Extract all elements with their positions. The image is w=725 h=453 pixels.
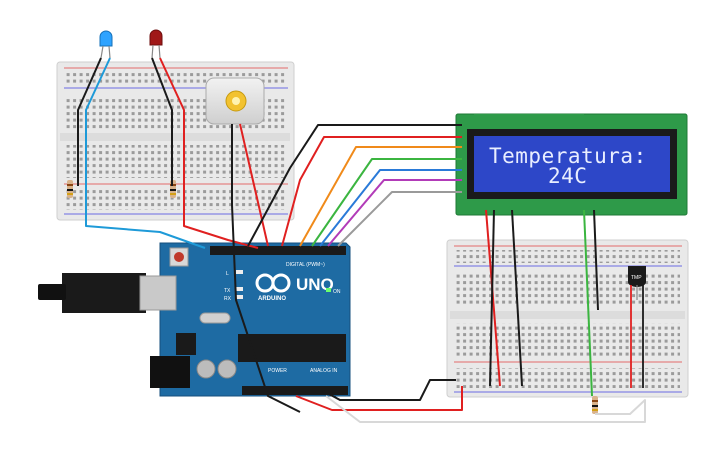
capacitor	[217, 359, 237, 379]
usb-cable	[62, 273, 146, 313]
temperature-sensor: TMP	[628, 266, 646, 388]
board-brand: ARDUINO	[258, 296, 286, 302]
arduino-uno: UNO ARDUINO DIGITAL (PWM~) ANALOG IN POW…	[38, 242, 351, 397]
lcd-line-1: Temperatura:	[489, 144, 647, 168]
led-blue	[99, 30, 113, 59]
microcontroller-chip	[238, 334, 346, 362]
on-led-label: ON	[333, 289, 341, 295]
wires	[77, 57, 646, 423]
arduino-logo-icon	[255, 273, 291, 293]
led-red	[149, 29, 163, 59]
power-jack	[150, 356, 190, 388]
resistor	[592, 396, 598, 414]
reset-button	[174, 252, 184, 262]
resistor	[67, 180, 73, 198]
lcd-screen	[474, 136, 670, 192]
analog-power-header	[242, 386, 348, 395]
rx-led-label: RX	[224, 296, 232, 302]
lcd-module: Temperatura: 24C	[455, 113, 688, 216]
capacitor	[196, 359, 216, 379]
usb-port	[139, 275, 177, 311]
digital-label: DIGITAL (PWM~)	[286, 262, 325, 268]
board-model: UNO	[296, 275, 334, 294]
usb-plug	[38, 284, 66, 300]
l-led-label: L	[226, 271, 229, 277]
sensor-label: TMP	[631, 275, 642, 281]
digital-header	[210, 246, 346, 255]
power-label: POWER	[268, 368, 287, 374]
lcd-line-2: 24C	[548, 164, 587, 188]
analog-label: ANALOG IN	[310, 368, 338, 374]
tx-led-label: TX	[224, 288, 231, 294]
lcd-header-pins	[474, 114, 584, 124]
breadboard-right	[446, 239, 689, 398]
dc-motor	[205, 77, 265, 125]
